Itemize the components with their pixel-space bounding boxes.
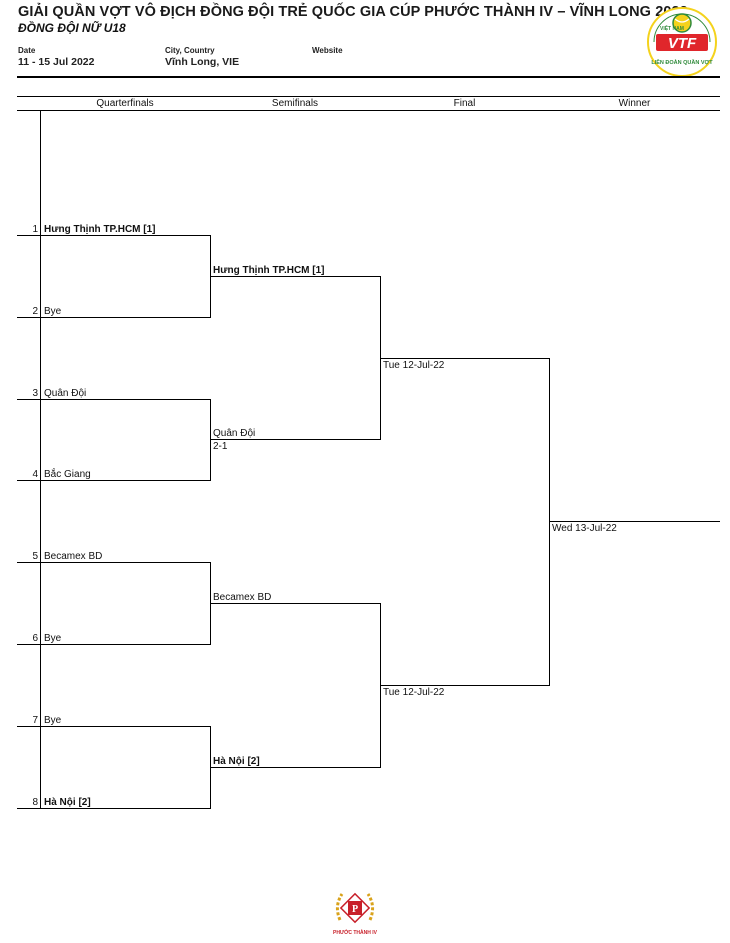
qf-team-2: Bye — [44, 306, 62, 317]
location-value: Vĩnh Long, VIE — [165, 56, 240, 68]
sf-line-1 — [210, 276, 380, 277]
qf-seed-1: 1 — [32, 224, 38, 235]
location-label: City, Country — [165, 46, 215, 55]
qf-seed-3: 3 — [32, 388, 38, 399]
qf-line-6 — [17, 644, 210, 645]
final-date-1: Tue 12-Jul-22 — [383, 360, 445, 371]
sponsor-logo: P PHƯỚC THÀNH IV — [330, 888, 380, 938]
sf-team-3: Becamex BD — [213, 592, 272, 603]
sf-line-2 — [210, 439, 380, 440]
event-subtitle: ĐỒNG ĐỘI NỮ U18 — [18, 21, 126, 35]
qf-line-3 — [17, 399, 210, 400]
logo-bottom-text: LIÊN ĐOÀN QUẦN VỢT — [651, 58, 713, 66]
qf-seed-2: 2 — [32, 306, 38, 317]
qf-seed-4: 4 — [32, 469, 38, 480]
sponsor-name: PHƯỚC THÀNH IV — [333, 928, 378, 936]
vtf-logo: VTF LIÊN ĐOÀN QUẦN VỢT VIỆT NAM — [646, 6, 718, 78]
winner-date: Wed 13-Jul-22 — [552, 523, 617, 534]
qf-team-3: Quân Đội — [44, 388, 87, 399]
qf-line-2 — [17, 317, 210, 318]
qf-seed-7: 7 — [32, 715, 38, 726]
sf-team-4: Hà Nội [2] — [213, 756, 260, 767]
qf-team-6: Bye — [44, 633, 62, 644]
final-date-2: Tue 12-Jul-22 — [383, 687, 445, 698]
qf-line-4 — [17, 480, 210, 481]
col-final: Final — [453, 98, 476, 109]
qf-line-5 — [17, 562, 210, 563]
qf-team-1: Hưng Thịnh TP.HCM [1] — [44, 224, 156, 235]
qf-seed-6: 6 — [32, 633, 38, 644]
final-line-2 — [380, 685, 549, 686]
qf-connector-2 — [210, 399, 211, 481]
columns-top-rule — [17, 96, 720, 97]
winner-line — [549, 521, 720, 522]
final-line-1 — [380, 358, 549, 359]
svg-text:P: P — [352, 904, 358, 915]
qf-line-7 — [17, 726, 210, 727]
qf-line-1 — [17, 235, 210, 236]
draw-left-border — [40, 110, 41, 809]
col-semifinals: Semifinals — [271, 98, 319, 109]
columns-bottom-rule — [17, 110, 720, 111]
logo-brand-text: VTF — [668, 35, 697, 52]
website-label: Website — [312, 46, 343, 55]
col-quarterfinals: Quarterfinals — [96, 98, 154, 109]
sf-line-4 — [210, 767, 380, 768]
final-connector — [549, 358, 550, 686]
sf-team-1: Hưng Thịnh TP.HCM [1] — [213, 265, 325, 276]
header-divider — [17, 76, 720, 78]
tournament-title: GIẢI QUẦN VỢT VÔ ĐỊCH ĐỒNG ĐỘI TRẺ QUỐC … — [18, 4, 688, 20]
qf-team-5: Becamex BD — [44, 551, 103, 562]
col-winner: Winner — [618, 98, 651, 109]
qf-line-8 — [17, 808, 210, 809]
qf-team-8: Hà Nội [2] — [44, 797, 91, 808]
sf-score-2: 2-1 — [213, 441, 228, 452]
date-value: 11 - 15 Jul 2022 — [18, 56, 95, 68]
qf-team-7: Bye — [44, 715, 62, 726]
sf-team-2: Quân Đội — [213, 428, 256, 439]
qf-team-4: Bắc Giang — [44, 469, 91, 480]
date-label: Date — [18, 46, 36, 55]
qf-seed-5: 5 — [32, 551, 38, 562]
logo-top-text: VIỆT NAM — [660, 24, 684, 32]
qf-seed-8: 8 — [32, 797, 38, 808]
sf-line-3 — [210, 603, 380, 604]
